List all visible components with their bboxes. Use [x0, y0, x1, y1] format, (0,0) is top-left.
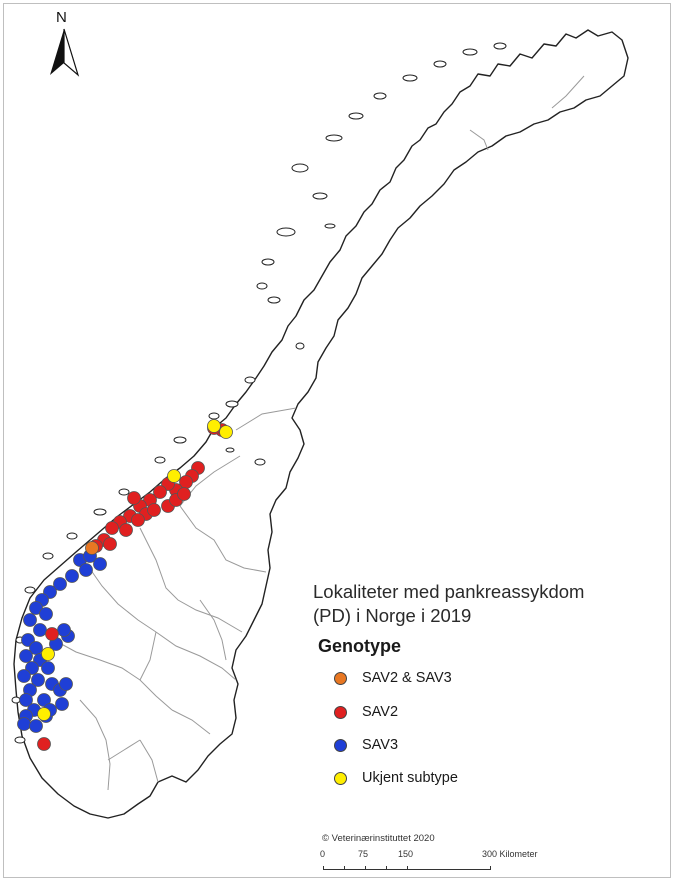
island-shape: [267, 296, 281, 304]
pd-localities: [17, 419, 233, 751]
locality-dot: [19, 693, 33, 707]
island-shape: [66, 532, 78, 540]
locality-dot: [177, 487, 191, 501]
locality-dot: [29, 601, 43, 615]
island-shape: [261, 258, 275, 266]
scale-tick: [386, 866, 387, 870]
island-shape: [462, 48, 478, 56]
locality-dot: [17, 669, 31, 683]
island-shape: [325, 134, 343, 142]
scale-bar: 0 75 150 300 Kilometer: [318, 849, 558, 879]
locality-dot: [59, 677, 73, 691]
locality-dot: [37, 737, 51, 751]
island-shape: [493, 42, 507, 50]
island-shape: [118, 488, 130, 496]
scale-bar-line: [323, 866, 491, 870]
scale-label-150: 150: [398, 849, 414, 859]
map-title-line1: Lokaliteter med pankreassykdom: [313, 581, 585, 602]
legend-swatch-sav2-sav3: [334, 672, 347, 685]
locality-dot: [57, 623, 71, 637]
island-shape: [402, 74, 418, 82]
map-title: Lokaliteter med pankreassykdom (PD) i No…: [313, 580, 584, 628]
north-arrow: N: [44, 9, 84, 79]
island-shape: [256, 282, 268, 290]
locality-dot: [65, 569, 79, 583]
locality-dot: [29, 719, 43, 733]
scale-tick: [407, 866, 408, 870]
locality-dot: [39, 607, 53, 621]
locality-dot: [119, 523, 133, 537]
legend-swatch-sav3: [334, 739, 347, 752]
locality-dot: [79, 563, 93, 577]
island-shape: [244, 376, 256, 384]
copyright-text: © Veterinærinstituttet 2020: [322, 833, 435, 844]
locality-dot: [85, 541, 99, 555]
county-borders: [53, 75, 585, 791]
legend-swatch-sav2: [334, 706, 347, 719]
island-shape: [295, 342, 305, 350]
scale-label-75: 75: [358, 849, 369, 859]
legend-label: Ukjent subtype: [362, 770, 458, 786]
island-shape: [11, 696, 21, 704]
legend-label: SAV2 & SAV3: [362, 670, 452, 686]
locality-dot: [167, 469, 181, 483]
locality-dot: [17, 717, 31, 731]
island-shape: [24, 586, 36, 594]
legend-swatch-ukjent: [334, 772, 347, 785]
island-shape: [373, 92, 387, 100]
island-shape: [312, 192, 328, 200]
locality-dot: [93, 557, 107, 571]
island-shape: [42, 552, 54, 560]
island-shape: [291, 163, 309, 173]
island-shape: [93, 508, 107, 516]
locality-dot: [147, 503, 161, 517]
island-shape: [225, 447, 235, 453]
island-shape: [254, 458, 266, 466]
legend-label: SAV3: [362, 737, 399, 753]
locality-dot: [45, 627, 59, 641]
legend-label: SAV2: [362, 704, 399, 720]
locality-dot: [19, 649, 33, 663]
locality-dot: [105, 521, 119, 535]
map-title-line2: (PD) i Norge i 2019: [313, 605, 472, 626]
island-shape: [173, 436, 187, 444]
locality-dot: [207, 419, 221, 433]
island-shape: [14, 736, 26, 744]
legend-heading: Genotype: [318, 636, 402, 656]
locality-dot: [23, 613, 37, 627]
locality-dot: [131, 513, 145, 527]
locality-dot: [37, 693, 51, 707]
locality-dot: [41, 661, 55, 675]
island-shape: [348, 112, 364, 120]
locality-dot: [41, 647, 55, 661]
north-arrow-icon: [50, 28, 80, 77]
coastal-islands: [11, 42, 507, 744]
island-shape: [208, 412, 220, 420]
scale-tick: [365, 866, 366, 870]
north-label: N: [56, 9, 67, 26]
locality-dot: [103, 537, 117, 551]
locality-dot: [55, 697, 69, 711]
island-shape: [276, 227, 296, 237]
island-shape: [225, 400, 239, 408]
scale-label-0: 0: [320, 849, 326, 859]
scale-label-300: 300 Kilometer: [482, 849, 538, 859]
locality-dot: [33, 623, 47, 637]
locality-dot: [153, 485, 167, 499]
locality-dot: [127, 491, 141, 505]
locality-dot: [31, 673, 45, 687]
locality-dot: [53, 577, 67, 591]
scale-tick: [344, 866, 345, 870]
island-shape: [433, 60, 447, 68]
locality-dot: [219, 425, 233, 439]
locality-dot: [37, 707, 51, 721]
island-shape: [324, 223, 336, 229]
island-shape: [154, 456, 166, 464]
norway-outline: [13, 29, 629, 819]
